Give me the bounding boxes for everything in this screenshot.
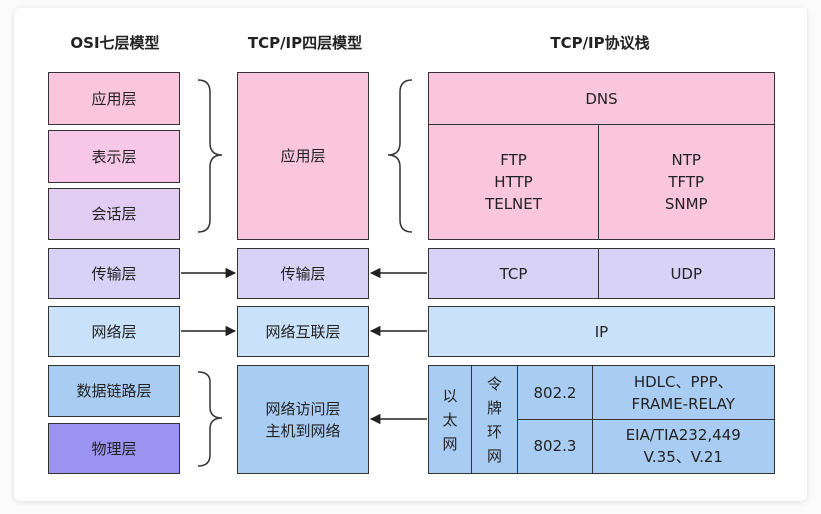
ethernet-label: 以 太 网	[442, 386, 458, 453]
ftp-http-telnet-label: FTP HTTP TELNET	[485, 150, 542, 213]
tcpip-internet-layer: 网络互联层	[237, 306, 369, 357]
tcpip-network-access-layer: 网络访问层 主机到网络	[237, 365, 369, 474]
ntp-tftp-snmp-protocols: NTP TFTP SNMP	[597, 123, 775, 240]
tcpip-application-layer: 应用层	[237, 72, 369, 240]
hdlc-ppp-label: HDLC、PPP、 FRAME-RELAY	[631, 372, 735, 413]
ieee-8022-label: 802.2	[533, 383, 577, 402]
osi-presentation-label: 表示层	[91, 147, 137, 166]
osi-network-layer: 网络层	[48, 306, 180, 357]
osi-physical-layer: 物理层	[48, 423, 180, 474]
tcp-label: TCP	[499, 264, 528, 283]
udp-protocol: UDP	[597, 248, 775, 299]
tcpip-stack-title: TCP/IP协议栈	[550, 34, 650, 52]
ieee-8023-label: 802.3	[533, 437, 577, 456]
ieee-8023-cell: 802.3	[517, 418, 593, 474]
ip-protocol: IP	[428, 306, 775, 357]
tcpip-internet-label: 网络互联层	[265, 322, 341, 341]
osi-transport-label: 传输层	[91, 264, 137, 283]
token-ring-cell: 令 牌 环 网	[470, 365, 519, 474]
osi-datalink-label: 数据链路层	[76, 382, 152, 400]
tcpip-application-label: 应用层	[280, 147, 326, 165]
osi-transport-layer: 传输层	[48, 248, 180, 299]
osi-network-label: 网络层	[91, 322, 137, 341]
dns-protocol: DNS	[428, 72, 775, 125]
ip-label: IP	[594, 322, 609, 341]
osi-application-label: 应用层	[91, 89, 137, 108]
tcpip-network-access-label: 网络访问层 主机到网络	[265, 399, 341, 440]
dns-label: DNS	[585, 89, 618, 108]
ethernet-cell: 以 太 网	[428, 365, 472, 474]
brace-protocols-app-icon	[387, 79, 413, 233]
eia-tia-cell: EIA/TIA232,449 V.35、V.21	[591, 418, 775, 474]
tcpip-transport-layer: 传输层	[237, 248, 369, 299]
udp-label: UDP	[670, 264, 703, 283]
token-ring-label: 令 牌 环 网	[486, 374, 502, 465]
osi-presentation-layer: 表示层	[48, 130, 180, 183]
tcp-protocol: TCP	[428, 248, 599, 299]
brace-osi-lower-icon	[197, 371, 223, 467]
ntp-tftp-snmp-label: NTP TFTP SNMP	[664, 150, 708, 213]
osi-datalink-layer: 数据链路层	[48, 365, 180, 417]
osi-session-layer: 会话层	[48, 188, 180, 240]
eia-tia-label: EIA/TIA232,449 V.35、V.21	[625, 426, 741, 467]
osi-application-layer: 应用层	[48, 72, 180, 125]
osi-session-label: 会话层	[91, 205, 137, 223]
osi-physical-label: 物理层	[91, 439, 137, 458]
tcpip-transport-label: 传输层	[280, 264, 326, 283]
osi-model-title: OSI七层模型	[70, 34, 160, 52]
ftp-http-telnet-protocols: FTP HTTP TELNET	[428, 123, 599, 240]
brace-osi-upper-icon	[197, 79, 223, 233]
tcpip-four-layer-title: TCP/IP四层模型	[247, 34, 363, 52]
